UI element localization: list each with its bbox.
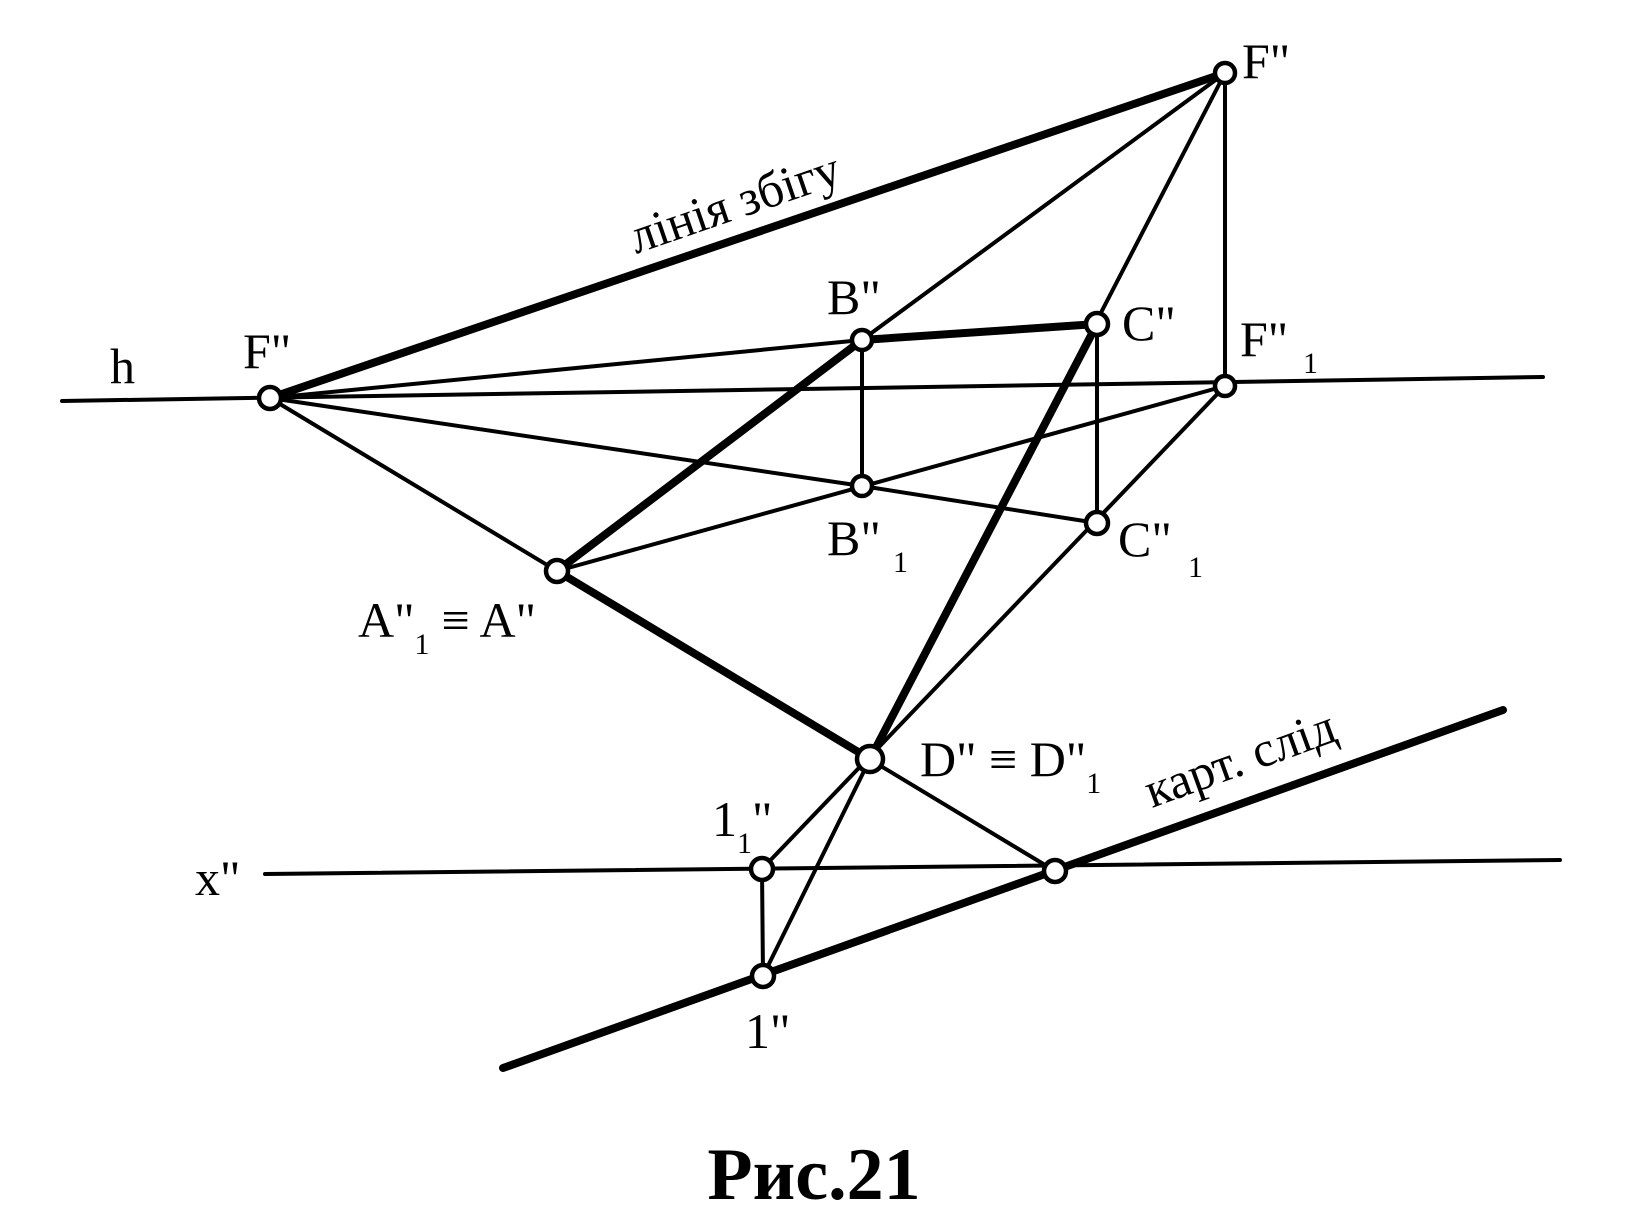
label-B1-subscript: 1: [893, 546, 908, 579]
label-D-equiv-D1: D" ≡ D"1: [920, 731, 1101, 800]
edge-C-D: [866, 320, 1101, 763]
label-1-1: 11": [712, 791, 772, 860]
principal-lines: [266, 69, 1507, 1072]
figure-caption: Рис.21: [707, 1134, 920, 1216]
point-C: [1083, 310, 1111, 338]
labels: h F" F" F" 1 B" C" B" 1 C" 1 A"1≡ A" D" …: [110, 33, 1343, 1059]
edge-B-C: [858, 320, 1101, 344]
label-C1-subscript: 1: [1188, 551, 1203, 584]
line-Ftop-to-B: [860, 71, 1227, 342]
label-C1: C": [1118, 511, 1172, 567]
label-x: x": [195, 850, 240, 906]
label-B1: B": [827, 510, 881, 566]
point-A: [543, 557, 571, 585]
point-x-trace-intersection: [1041, 857, 1069, 885]
label-F-top: F": [1242, 33, 1290, 89]
point-F-top: [1212, 60, 1238, 86]
point-1-1: [748, 855, 776, 883]
label-A1-equiv-A: A"1≡ A": [358, 592, 536, 661]
label-h: h: [110, 338, 135, 394]
point-D: [854, 743, 886, 775]
label-vanishing-line: лінія збігу: [621, 140, 847, 264]
edge-A-B: [553, 336, 866, 575]
line-F-to-B: [268, 338, 864, 400]
axis-line-x: [263, 858, 1562, 876]
label-F-left: F": [243, 323, 291, 379]
label-1: 1": [745, 1003, 790, 1059]
line-A-to-F1: [555, 384, 1227, 573]
edge-A-D: [553, 567, 874, 763]
line-F-to-B1: [268, 396, 864, 488]
point-B: [849, 327, 875, 353]
point-1: [749, 962, 777, 990]
point-F1: [1212, 373, 1238, 399]
label-F1-subscript: 1: [1303, 347, 1318, 380]
line-point-1-1-to-point-1: [760, 867, 765, 978]
picture-trace-line: [499, 706, 1507, 1072]
point-B1: [849, 473, 875, 499]
point-C1: [1083, 509, 1111, 537]
label-C: C": [1122, 295, 1176, 351]
line-B1-to-C1: [860, 484, 1099, 525]
points: [256, 60, 1238, 990]
line-D-to-point-1: [761, 757, 872, 978]
construction-lines: [60, 71, 1562, 978]
label-F1: F": [1240, 311, 1288, 367]
line-F1-to-point-1-1: [760, 384, 1227, 871]
label-B: B": [827, 269, 881, 325]
point-F-left: [256, 384, 284, 412]
vanishing-line: [266, 69, 1229, 402]
